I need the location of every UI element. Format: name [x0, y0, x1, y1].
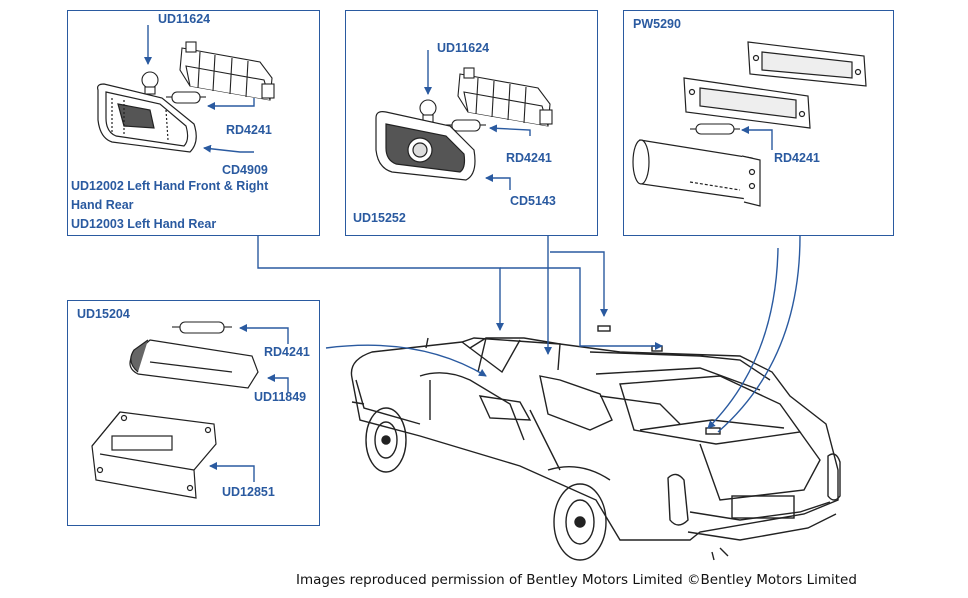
boot-lamp-title: PW5290	[633, 17, 681, 31]
rear-lamp-lens-label: CD5143	[510, 194, 556, 208]
boot-lamp-festoon-bulb	[690, 123, 740, 135]
copyright-credit: Images reproduced permission of Bentley …	[296, 572, 857, 588]
interior-lamp-festoon-bulb	[172, 321, 232, 334]
front-lamp-caption-line-2: Hand Rear	[71, 198, 134, 212]
boot-lamp-outer-bezel	[747, 41, 867, 87]
rear-lamp-caption: UD15252	[353, 211, 406, 225]
front-lamp-caption-line-1: UD12002 Left Hand Front & Right	[71, 179, 269, 193]
interior-lamp-title: UD15204	[77, 307, 130, 321]
rear-lamp-festoon-bulb	[446, 119, 486, 132]
interior-lamp-bracket	[91, 411, 217, 499]
front-lamp-festoon-bulb	[166, 91, 206, 104]
rear-lamp-holder	[457, 67, 553, 127]
front-lamp-lens-label: CD4909	[222, 163, 268, 177]
boot-lamp-festoon-label: RD4241	[774, 151, 820, 165]
front-lamp-holder	[179, 41, 275, 101]
front-lamp-festoon-label: RD4241	[226, 123, 272, 137]
interior-lamp-lens-label: UD11849	[254, 390, 307, 404]
boot-lamp-inner-bezel	[683, 77, 811, 129]
car-illustration	[350, 325, 841, 561]
interior-lamp-festoon-label: RD4241	[264, 345, 310, 359]
leader-lines	[144, 25, 801, 482]
rear-lamp-lens	[375, 111, 476, 181]
front-lamp-bulb-label: UD11624	[158, 12, 211, 26]
interior-lamp-bracket-label: UD12851	[222, 485, 275, 499]
rear-lamp-festoon-label: RD4241	[506, 151, 552, 165]
boot-lamp-housing	[632, 139, 761, 207]
interior-lamp-lens	[129, 339, 259, 389]
front-lamp-lens	[97, 83, 197, 153]
front-lamp-bulb	[141, 71, 159, 95]
rear-lamp-bulb	[419, 99, 437, 123]
rear-lamp-bulb-label: UD11624	[437, 41, 490, 55]
front-lamp-caption-line-3: UD12003 Left Hand Rear	[71, 217, 217, 231]
